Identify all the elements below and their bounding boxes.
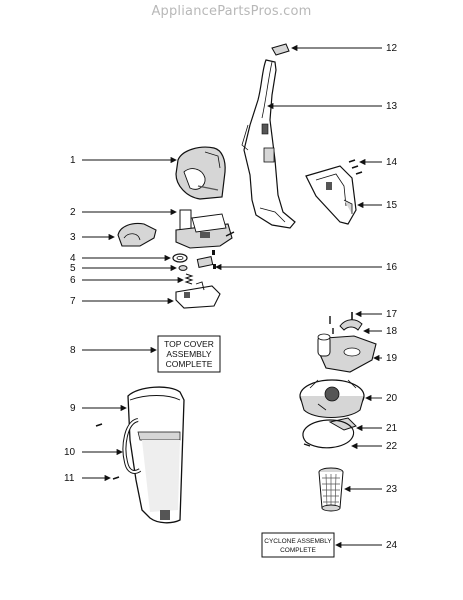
- part-1-top-cover: [175, 146, 226, 200]
- top-cover-box-line-2: ASSEMBLY: [166, 349, 212, 359]
- part-16-latches: [196, 250, 216, 269]
- part-23-filter: [318, 467, 344, 512]
- part-6-spring: [184, 273, 194, 285]
- part-15-rear-cover: [305, 165, 357, 225]
- callout-5: 5: [70, 263, 76, 274]
- part-22-band-ring: [302, 419, 355, 449]
- top-cover-assembly-box: TOP COVER ASSEMBLY COMPLETE: [157, 335, 221, 373]
- callout-14: 14: [386, 157, 398, 168]
- part-18-latch: [329, 316, 363, 334]
- part-20-cyclone-housing: [299, 379, 365, 419]
- cyclone-box-line-1: CYCLONE ASSEMBLY: [264, 538, 332, 545]
- callout-16: 16: [386, 262, 398, 273]
- top-cover-box-line-3: COMPLETE: [166, 359, 213, 369]
- callout-6: 6: [70, 275, 76, 286]
- part-4-gasket: [172, 253, 188, 263]
- part-3-valve-housing: [117, 222, 157, 247]
- part-10-container-handle: [122, 418, 142, 474]
- part-14-screws: [348, 159, 363, 175]
- callout-22: 22: [386, 441, 398, 452]
- callout-7: 7: [70, 296, 76, 307]
- callout-2: 2: [70, 207, 76, 218]
- callout-3: 3: [70, 232, 76, 243]
- callout-12: 12: [386, 43, 398, 54]
- callout-13: 13: [386, 101, 398, 112]
- callout-4: 4: [70, 253, 76, 264]
- part-19-cyclone-lid: [317, 333, 377, 373]
- callout-10: 10: [64, 447, 76, 458]
- callout-23: 23: [386, 484, 398, 495]
- part-11-screw: [95, 423, 120, 480]
- callout-9: 9: [70, 403, 76, 414]
- callout-15: 15: [386, 200, 398, 211]
- watermark-text: AppliancePartsPros.com: [151, 4, 312, 19]
- part-5-spring: [178, 265, 188, 271]
- part-9-dirt-container: [127, 386, 185, 524]
- callout-24: 24: [386, 540, 398, 551]
- callout-18: 18: [386, 326, 398, 337]
- part-13-handle: [241, 59, 296, 229]
- part-12-handle-cap: [271, 43, 290, 56]
- callout-20: 20: [386, 393, 398, 404]
- part-2-base-assembly: [175, 209, 235, 249]
- callout-11: 11: [64, 473, 75, 484]
- leader-lines: [82, 44, 382, 549]
- callout-17: 17: [386, 309, 398, 320]
- callout-numbers: 1 2 3 4 5 6 7 8 9 10 11 12 13 14 15 16 1…: [64, 43, 398, 551]
- callout-19: 19: [386, 353, 398, 364]
- part-7-release-plate: [175, 281, 221, 309]
- top-cover-box-line-1: TOP COVER: [164, 339, 214, 349]
- cyclone-box-line-2: COMPLETE: [280, 547, 316, 554]
- cyclone-assembly-box: CYCLONE ASSEMBLY COMPLETE: [261, 532, 335, 558]
- callout-1: 1: [70, 155, 76, 166]
- callout-21: 21: [386, 423, 398, 434]
- callout-8: 8: [70, 345, 76, 356]
